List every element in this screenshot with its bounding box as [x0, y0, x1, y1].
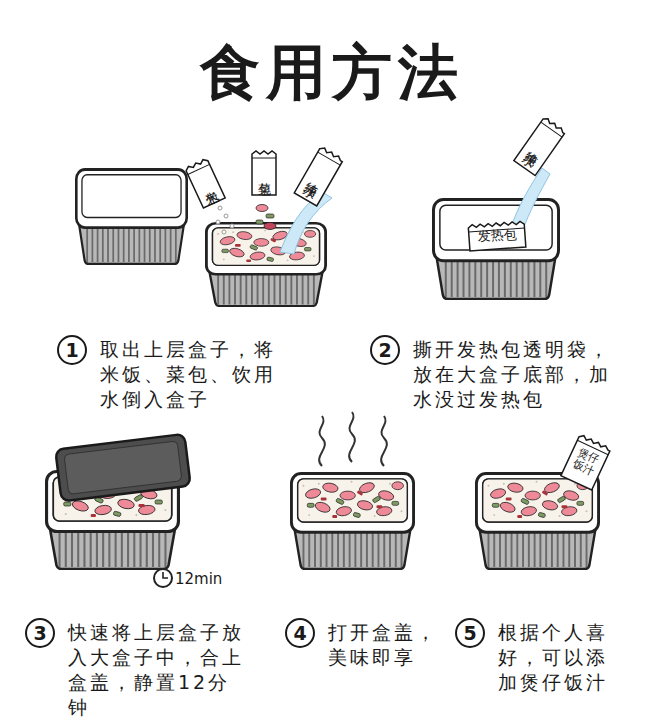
empty-tray	[76, 169, 186, 264]
packet-label: 菜包	[257, 172, 271, 174]
packet-seal	[188, 164, 210, 174]
step-number: 4	[284, 617, 316, 649]
step-marker: 1取出上层盒子，将米饭、菜包、饮用水倒入盒子	[56, 334, 88, 366]
packet-label: 发热包	[477, 228, 517, 245]
packet: 菜包	[251, 150, 277, 196]
step-number: 5	[454, 617, 486, 649]
step-number: 1	[56, 334, 88, 366]
packet: 纯净水	[293, 145, 345, 207]
title: 食用方法	[0, 34, 663, 110]
step-number: 3	[24, 617, 56, 649]
water-stream	[510, 168, 550, 232]
step-marker: 3快速将上层盒子放入大盒子中，合上盒盖，静置12分钟	[24, 617, 56, 649]
step-number: 2	[369, 334, 401, 366]
packet: 煲仔饭汁	[560, 433, 613, 492]
step-instruction: 快速将上层盒子放入大盒子中，合上盒盖，静置12分钟	[68, 620, 246, 720]
packet-shape	[561, 434, 611, 490]
packet-seal	[318, 152, 341, 165]
step-instruction: 打开盒盖，美味即享	[328, 620, 440, 670]
step-instruction: 取出上层盒子，将米饭、菜包、饮用水倒入盒子	[100, 337, 278, 412]
packet: 纯净水	[512, 115, 567, 177]
food-tray	[291, 473, 413, 569]
step-marker: 5根据个人喜好，可以添加煲仔饭汁	[454, 617, 486, 649]
packet: 发热包	[467, 220, 527, 252]
tray-lid	[55, 434, 190, 501]
heating-tray	[433, 200, 558, 299]
packet-seal	[541, 122, 562, 137]
step-marker: 4打开盒盖，美味即享	[284, 617, 316, 649]
packet-seal	[252, 158, 276, 159]
step-instruction: 根据个人喜好，可以添加煲仔饭汁	[498, 620, 610, 695]
packet-shape	[294, 146, 344, 206]
water-stream	[280, 192, 332, 254]
packet: 米包	[183, 157, 226, 210]
packet-shape	[468, 221, 526, 251]
packet-shape	[252, 151, 276, 195]
packet-shape	[514, 116, 566, 175]
steam	[319, 412, 387, 466]
food-tray	[206, 223, 325, 306]
timer-label: 12min	[175, 570, 222, 588]
step-marker: 2撕开发热包透明袋，放在大盒子底部，加水没过发热包	[369, 334, 401, 366]
falling-ingredients	[216, 205, 276, 235]
clock-icon	[154, 569, 172, 587]
packet-shape	[185, 158, 225, 208]
step-instruction: 撕开发热包透明袋，放在大盒子底部，加水没过发热包	[413, 337, 613, 412]
food-tray	[476, 473, 598, 569]
